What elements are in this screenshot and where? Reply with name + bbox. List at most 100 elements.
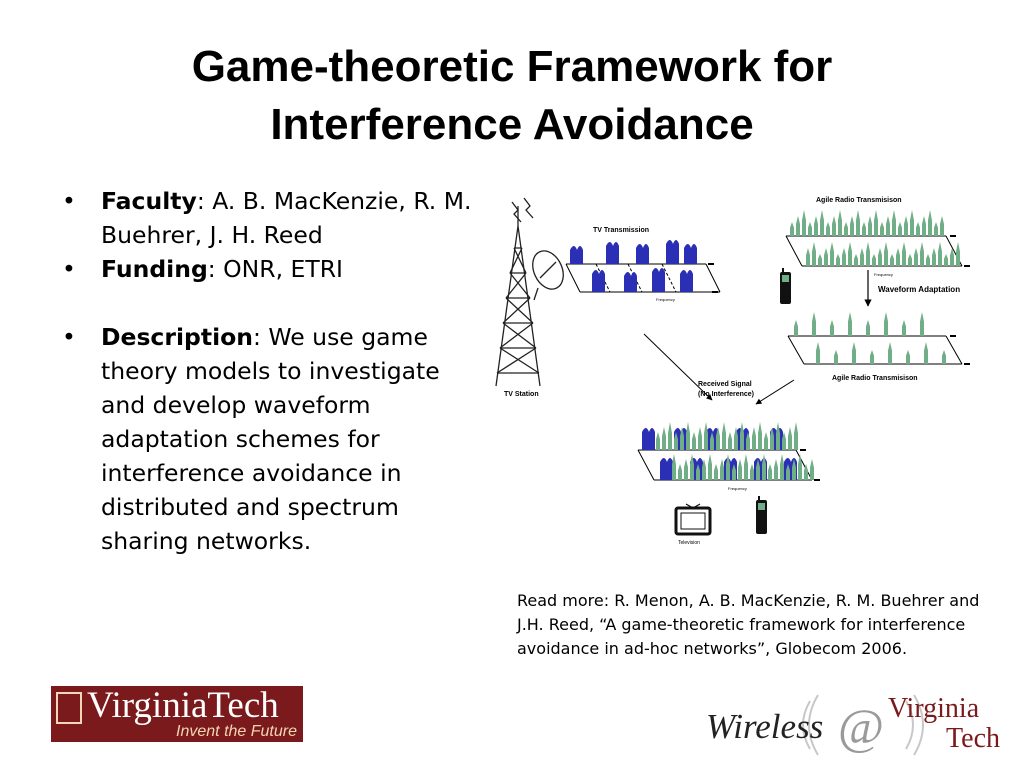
agile-pulse <box>866 320 870 336</box>
agile-pulse <box>768 464 772 480</box>
agile-pulse <box>842 248 846 266</box>
agile-pulse <box>786 464 790 480</box>
agile-pulse <box>904 216 908 236</box>
agile-pulse <box>820 210 824 236</box>
agile-pulse <box>696 464 700 480</box>
agile-pulse <box>792 459 796 480</box>
agile-pulse <box>738 459 742 480</box>
agile-pulse <box>798 454 802 480</box>
agile-pulse <box>848 242 852 266</box>
logo-virginia-word: Virginia <box>888 693 980 724</box>
agile-pulse <box>812 242 816 266</box>
agile-pulse <box>834 350 838 364</box>
agile-pulse <box>870 350 874 364</box>
agile-pulse <box>928 210 932 236</box>
agile-pulse <box>888 342 892 364</box>
agile-pulse <box>814 216 818 236</box>
agile-pulse <box>672 454 676 480</box>
agile-pulse <box>854 254 858 266</box>
interference-diagram: TV Station TV Transmission Frequency Agi… <box>488 188 988 550</box>
agile-pulse <box>780 454 784 480</box>
received-spectrum-plot <box>637 422 820 481</box>
agile-pulse <box>874 210 878 236</box>
slide-title: Game-theoretic Framework for Interferenc… <box>0 38 1024 154</box>
agile-pulse <box>728 432 732 450</box>
wireless-at-virginia-tech-logo: Wireless @ Virginia Tech <box>700 685 1010 765</box>
waveform-adaptation-label: Waveform Adaptation <box>878 285 960 294</box>
bullet-text: : A. B. MacKenzie, R. M. Buehrer, J. H. … <box>101 187 472 249</box>
tv-channel-hump <box>660 458 673 480</box>
bullet-label: Description <box>101 323 253 351</box>
agile-pulse <box>934 222 938 236</box>
agile-pulse <box>726 454 730 480</box>
agile-pulse <box>922 216 926 236</box>
agile-pulse <box>826 222 830 236</box>
reference-text: Read more: R. Menon, A. B. MacKenzie, R.… <box>517 591 980 658</box>
agile-pulse <box>938 242 942 266</box>
bullet-text: : ONR, ETRI <box>207 255 343 283</box>
agile-pulse <box>862 222 866 236</box>
agile-pulse <box>790 222 794 236</box>
agile-pulse <box>906 350 910 364</box>
agile-pulse <box>720 459 724 480</box>
agile-pulse <box>732 464 736 480</box>
agile-pulse <box>774 459 778 480</box>
bullet-label: Funding <box>101 255 208 283</box>
agile-pulse <box>662 427 666 450</box>
agile-pulse <box>868 216 872 236</box>
agile-pulse <box>776 422 780 450</box>
agile-pulse <box>690 454 694 480</box>
virginia-tech-logo: VirginiaTech Invent the Future <box>51 686 303 742</box>
agile-pulse <box>848 312 852 336</box>
agile-pulse <box>950 248 954 266</box>
bullet-label: Faculty <box>101 187 197 215</box>
agile-pulse <box>806 248 810 266</box>
agile-pulse <box>746 432 750 450</box>
agile-pulse <box>816 342 820 364</box>
agile-pulse <box>830 242 834 266</box>
vt-logo-tagline: Invent the Future <box>176 723 297 740</box>
agile-pulse <box>678 464 682 480</box>
tv-channel-hump <box>642 428 655 450</box>
agile-pulse <box>856 210 860 236</box>
agile-pulse <box>794 422 798 450</box>
agile-pulse <box>750 464 754 480</box>
agile-pulse <box>758 422 762 450</box>
agile-pulse <box>714 464 718 480</box>
agile-pulse <box>924 342 928 364</box>
agile-pulse <box>892 210 896 236</box>
agile-pulse <box>734 427 738 450</box>
frequency-label: Frequency <box>656 297 675 302</box>
agile-pulse <box>770 427 774 450</box>
agile-pulse <box>692 432 696 450</box>
logo-tech-word: Tech <box>946 723 1001 754</box>
tv-tower-icon <box>495 197 564 387</box>
agile-radio-top-label: Agile Radio Transmisison <box>816 197 902 204</box>
bullet-description: Description: We use game theory models t… <box>62 320 482 558</box>
bullet-list: Faculty: A. B. MacKenzie, R. M. Buehrer,… <box>62 184 482 558</box>
shield-icon <box>56 692 82 724</box>
agile-pulse <box>916 222 920 236</box>
agile-pulse <box>880 222 884 236</box>
agile-pulse <box>878 248 882 266</box>
agile-pulse <box>914 248 918 266</box>
agile-pulse <box>782 432 786 450</box>
frequency-label: Frequency <box>728 486 747 491</box>
agile-pulse <box>804 464 808 480</box>
vt-logo-name: VirginiaTech <box>87 685 279 726</box>
agile-pulse <box>940 216 944 236</box>
agile-top-spectrum-plot <box>785 210 970 267</box>
agile-pulse <box>830 320 834 336</box>
received-signal-label: Received Signal <box>698 381 752 388</box>
agile-pulse <box>680 427 684 450</box>
agile-pulse <box>702 459 706 480</box>
agile-pulse <box>752 427 756 450</box>
agile-pulse <box>756 459 760 480</box>
agile-pulse <box>716 427 720 450</box>
agile-to-received-arrow <box>755 379 795 405</box>
agile-pulse <box>896 248 900 266</box>
agile-pulse <box>812 312 816 336</box>
agile-pulse <box>944 254 948 266</box>
bullet-funding: Funding: ONR, ETRI <box>62 252 482 286</box>
agile-pulse <box>808 222 812 236</box>
